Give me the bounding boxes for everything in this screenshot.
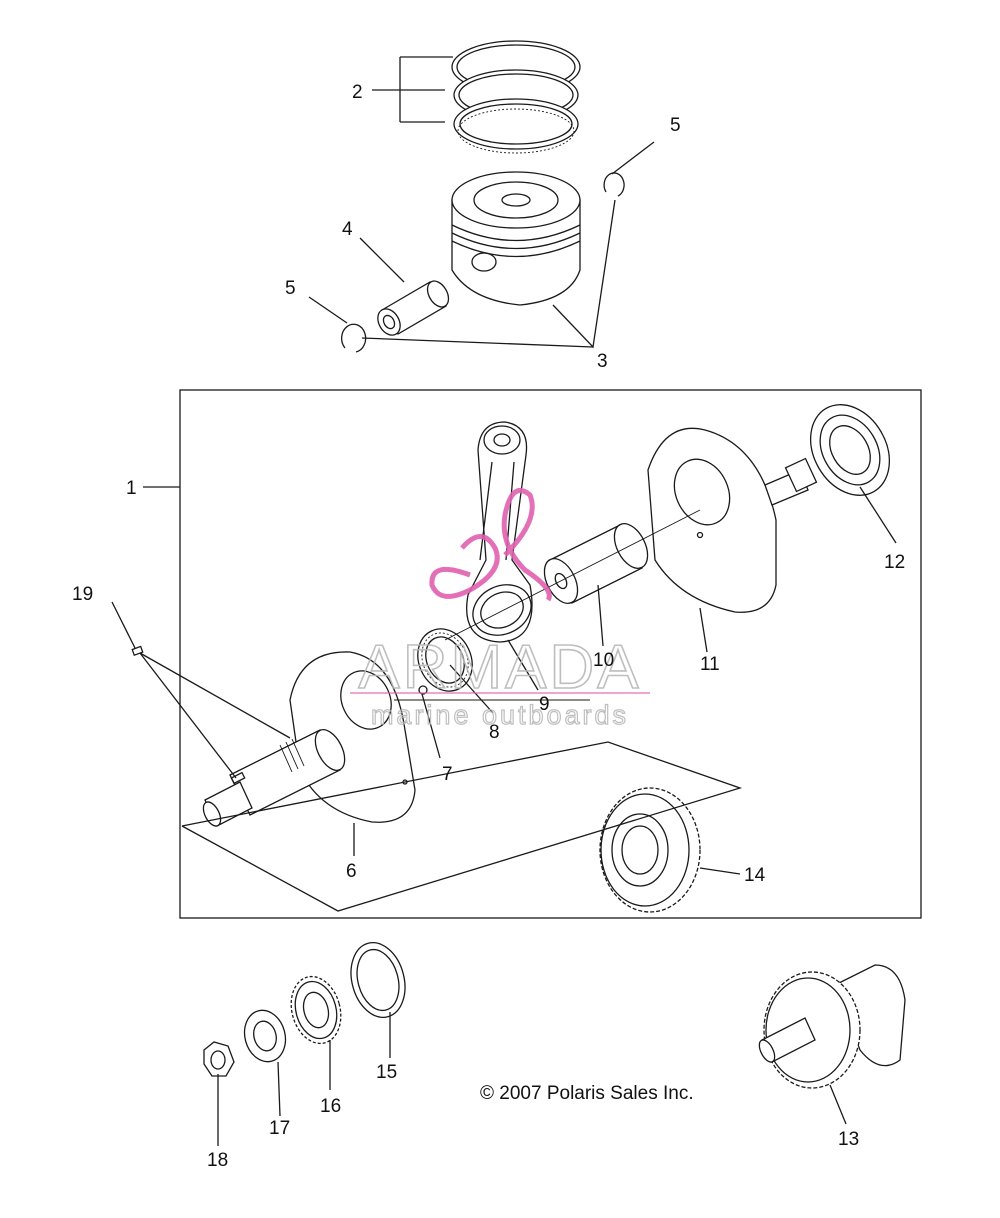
callout-3: 3 xyxy=(597,351,608,372)
crankshaft-assembly-frame xyxy=(179,389,922,919)
copyright-notice: © 2007 Polaris Sales Inc. xyxy=(480,1083,694,1104)
callout-18: 18 xyxy=(207,1150,228,1171)
main-bearing xyxy=(810,404,890,496)
timing-gear xyxy=(290,975,342,1045)
crank-half-right xyxy=(647,427,818,613)
balance-shaft xyxy=(758,964,906,1089)
callout-10: 10 xyxy=(593,650,614,671)
watermark-subtitle: marine outboards xyxy=(371,700,629,730)
callout-17: 17 xyxy=(269,1118,290,1139)
check-ball xyxy=(418,685,428,695)
callout-2: 2 xyxy=(352,82,363,103)
callout-8: 8 xyxy=(489,722,500,743)
circlip-right xyxy=(603,172,625,197)
callout-4: 4 xyxy=(342,219,353,240)
callouts: 1 2 3 4 5 5 6 7 8 9 10 11 12 13 14 15 16… xyxy=(72,82,905,1171)
callout-16: 16 xyxy=(320,1096,341,1117)
crank-half-left xyxy=(202,651,416,827)
hex-nut xyxy=(203,1041,235,1077)
piston xyxy=(451,171,581,306)
drive-gear xyxy=(599,787,701,913)
callout-5-left: 5 xyxy=(285,278,296,299)
connecting-rod xyxy=(466,421,533,643)
callout-6: 6 xyxy=(346,861,357,882)
piston-rings xyxy=(451,40,581,154)
callout-12: 12 xyxy=(884,552,905,573)
shim-washer xyxy=(350,942,406,1018)
callout-7: 7 xyxy=(442,764,453,785)
callout-5-right: 5 xyxy=(670,115,681,136)
callout-11: 11 xyxy=(700,654,720,675)
circlip-left xyxy=(341,323,367,353)
lock-washer xyxy=(243,1009,287,1063)
callout-9: 9 xyxy=(539,694,550,715)
piston-pin xyxy=(377,280,450,336)
callout-14: 14 xyxy=(744,865,766,886)
callout-1: 1 xyxy=(126,478,137,499)
callout-15: 15 xyxy=(376,1062,397,1083)
callout-19: 19 xyxy=(72,584,93,605)
callout-13: 13 xyxy=(838,1129,859,1150)
watermark: ARMADA marine outboards xyxy=(350,488,650,731)
crank-pin xyxy=(543,523,649,604)
watermark-title: ARMADA xyxy=(358,633,641,702)
leader-lines xyxy=(111,56,897,1146)
watermark-logo xyxy=(429,488,552,602)
